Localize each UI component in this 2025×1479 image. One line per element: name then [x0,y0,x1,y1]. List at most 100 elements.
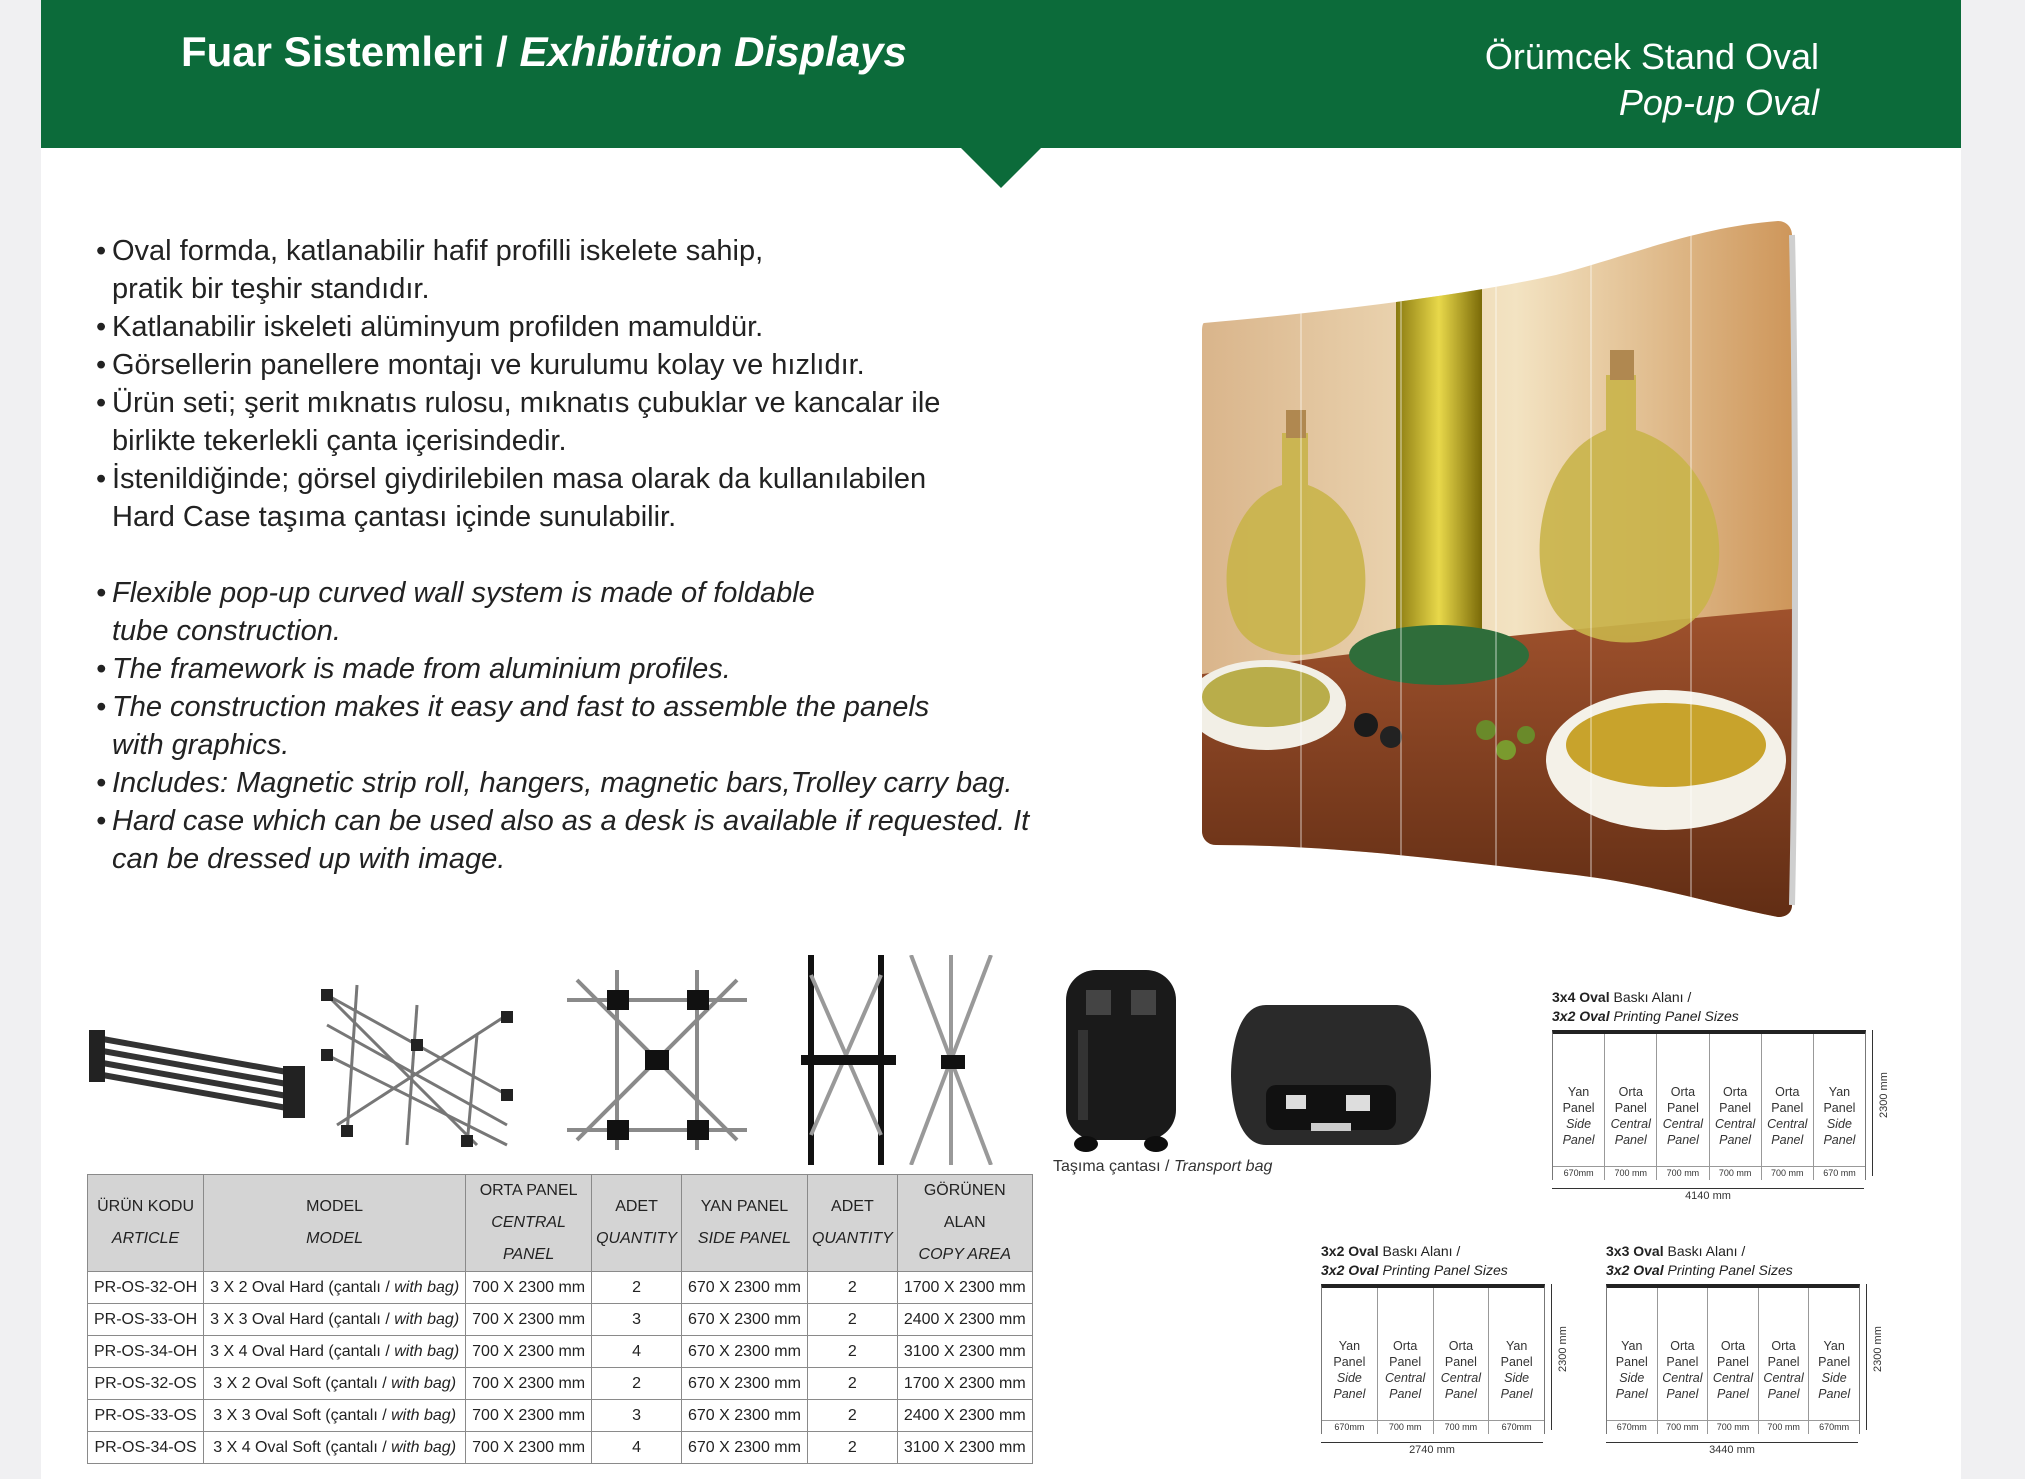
width-dimension: 3440 mm [1709,1444,1755,1456]
model-cell: 3 X 2 Oval Soft (çantalı / with bag) [203,1367,467,1400]
width-dimension-line [1321,1442,1543,1443]
section-title-tr: Fuar Sistemleri / [181,28,508,75]
cell-area: 2400 X 2300 mm [896,1303,1033,1336]
feature-list: Oval formda, katlanabilir hafif profilli… [96,232,1076,878]
expanding-frame-image [321,984,513,1147]
height-dimension: 2300 mm [1872,1326,1884,1372]
popup-stand-image [1202,221,1798,917]
article-code: PR-OS-32-OS [86,1367,205,1400]
article-code: PR-OS-34-OS [86,1431,205,1464]
cell-cq: 2 [591,1367,682,1400]
transport-bag-image [1066,970,1176,1152]
model-cell: 3 X 4 Oval Soft (çantalı / with bag) [203,1431,467,1464]
brochure-page: Fuar Sistemleri / Exhibition Displays Ör… [41,0,1961,1479]
cell-central: 700 X 2300 mm [465,1399,593,1432]
model-cell: 3 X 3 Oval Hard (çantalı / with bag) [203,1303,467,1336]
feature-item: Katlanabilir iskeleti alüminyum profilde… [96,308,1076,346]
model-cell: 3 X 2 Oval Hard (çantalı / with bag) [203,1271,467,1304]
width-dimension-line [1606,1442,1858,1443]
cell-side: 670 X 2300 mm [680,1335,808,1368]
height-dimension-line [1872,1030,1873,1176]
height-dimension: 2300 mm [1557,1326,1569,1372]
section-title-en: Exhibition Displays [519,28,907,75]
feature-list-en: Flexible pop-up curved wall system is ma… [96,574,1076,878]
frame-structure-image [801,955,993,1165]
cell-sq: 2 [806,1271,898,1304]
cell-cq: 3 [591,1399,682,1432]
feature-item: Görsellerin panellere montajı ve kurulum… [96,346,1076,384]
product-name-tr: Örümcek Stand Oval [1484,36,1819,77]
cell-area: 2400 X 2300 mm [896,1399,1033,1432]
cell-area: 1700 X 2300 mm [896,1367,1033,1400]
panel-diagram-3x2: 3x2 Oval Baskı Alanı /3x2 Oval Printing … [1321,1242,1591,1472]
feature-item: Flexible pop-up curved wall system is ma… [96,574,1076,650]
diagram-title: 3x2 Oval Baskı Alanı /3x2 Oval Printing … [1321,1243,1508,1278]
cell-sq: 2 [806,1303,898,1336]
cell-area: 1700 X 2300 mm [896,1271,1033,1304]
width-dimension-line [1552,1188,1864,1189]
cell-sq: 2 [806,1367,898,1400]
cell-area: 3100 X 2300 mm [896,1335,1033,1368]
feature-item: Hard case which can be used also as a de… [96,802,1076,878]
product-name: Örümcek Stand Oval Pop-up Oval [1485,34,1819,126]
article-code: PR-OS-33-OH [86,1303,205,1336]
feature-item: Includes: Magnetic strip roll, hangers, … [96,764,1076,802]
width-dimension: 2740 mm [1409,1444,1455,1456]
cell-central: 700 X 2300 mm [465,1303,593,1336]
cell-sq: 2 [806,1399,898,1432]
cell-side: 670 X 2300 mm [680,1271,808,1304]
feature-item: The construction makes it easy and fast … [96,688,1076,764]
model-cell: 3 X 3 Oval Soft (çantalı / with bag) [203,1399,467,1432]
height-dimension: 2300 mm [1878,1072,1890,1118]
product-name-en: Pop-up Oval [1618,82,1819,123]
feature-list-tr: Oval formda, katlanabilir hafif profilli… [96,232,1076,536]
panel-diagram-3x3: 3x3 Oval Baskı Alanı /3x2 Oval Printing … [1606,1242,1906,1472]
article-code: PR-OS-32-OH [86,1271,205,1304]
cell-area: 3100 X 2300 mm [896,1431,1033,1464]
cell-cq: 4 [591,1431,682,1464]
cell-central: 700 X 2300 mm [465,1335,593,1368]
article-code: PR-OS-34-OH [86,1335,205,1368]
cell-side: 670 X 2300 mm [680,1399,808,1432]
cell-cq: 2 [591,1271,682,1304]
cell-cq: 3 [591,1303,682,1336]
cell-side: 670 X 2300 mm [680,1303,808,1336]
section-title: Fuar Sistemleri / Exhibition Displays [181,28,907,76]
model-cell: 3 X 4 Oval Hard (çantalı / with bag) [203,1335,467,1368]
cell-sq: 2 [806,1431,898,1464]
diagram-title: 3x3 Oval Baskı Alanı /3x2 Oval Printing … [1606,1243,1793,1278]
width-dimension: 4140 mm [1685,1190,1731,1202]
feature-item: İstenildiğinde; görsel giydirilebilen ma… [96,460,1076,536]
header-notch [961,148,1041,188]
frame-detail-image [567,970,747,1150]
cell-central: 700 X 2300 mm [465,1367,593,1400]
